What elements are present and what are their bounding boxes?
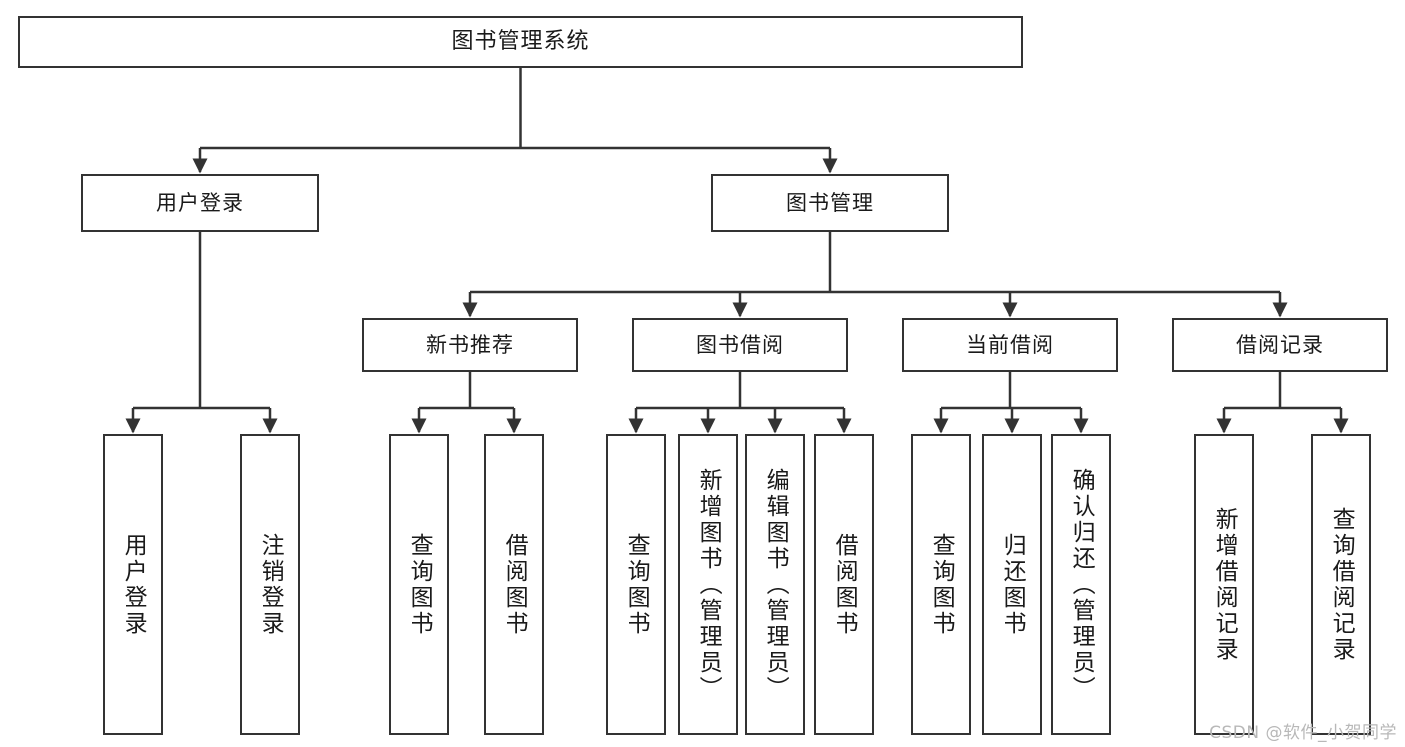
node-new-book-recommend[interactable]: 新书推荐 [362,318,578,372]
node-root-label: 图书管理系统 [451,29,590,55]
leaf-edit-book-admin-label: 编辑图书（管理员） [762,467,789,702]
node-current-borrow[interactable]: 当前借阅 [902,318,1118,372]
leaf-add-borrow-record-label: 新增借阅记录 [1211,506,1238,663]
leaf-user-login-label: 用户登录 [120,532,147,637]
leaf-user-login[interactable]: 用户登录 [103,434,163,735]
node-root[interactable]: 图书管理系统 [18,16,1023,68]
leaf-logout[interactable]: 注销登录 [240,434,300,735]
leaf-confirm-return-admin[interactable]: 确认归还（管理员） [1051,434,1111,735]
leaf-borrow-book-new-label: 借阅图书 [501,532,528,637]
leaf-edit-book-admin[interactable]: 编辑图书（管理员） [745,434,805,735]
node-user-login-label: 用户登录 [156,190,244,215]
leaf-query-book-borrow-label: 查询图书 [623,532,650,637]
leaf-add-borrow-record[interactable]: 新增借阅记录 [1194,434,1254,735]
leaf-query-book-new[interactable]: 查询图书 [389,434,449,735]
csdn-watermark: CSDN @软件_小贺同学 [1209,723,1397,743]
leaf-return-book[interactable]: 归还图书 [982,434,1042,735]
leaf-borrow-book[interactable]: 借阅图书 [814,434,874,735]
leaf-add-book-admin-label: 新增图书（管理员） [695,467,722,702]
leaf-query-book-new-label: 查询图书 [406,532,433,637]
node-book-management-label: 图书管理 [786,190,874,215]
leaf-borrow-book-label: 借阅图书 [831,532,858,637]
leaf-add-book-admin[interactable]: 新增图书（管理员） [678,434,738,735]
node-book-borrow[interactable]: 图书借阅 [632,318,848,372]
leaf-confirm-return-admin-label: 确认归还（管理员） [1068,467,1095,702]
node-borrow-records-label: 借阅记录 [1236,332,1324,357]
leaf-query-borrow-record[interactable]: 查询借阅记录 [1311,434,1371,735]
edge-group [125,68,1349,434]
leaf-query-book-current[interactable]: 查询图书 [911,434,971,735]
leaf-query-book-borrow[interactable]: 查询图书 [606,434,666,735]
node-book-borrow-label: 图书借阅 [696,332,784,357]
leaf-borrow-book-new[interactable]: 借阅图书 [484,434,544,735]
node-new-book-recommend-label: 新书推荐 [426,332,514,357]
node-book-management[interactable]: 图书管理 [711,174,949,232]
leaf-query-book-current-label: 查询图书 [928,532,955,637]
leaf-logout-label: 注销登录 [257,532,284,637]
leaf-return-book-label: 归还图书 [999,532,1026,637]
leaf-query-borrow-record-label: 查询借阅记录 [1328,506,1355,663]
node-user-login[interactable]: 用户登录 [81,174,319,232]
node-current-borrow-label: 当前借阅 [966,332,1054,357]
node-borrow-records[interactable]: 借阅记录 [1172,318,1388,372]
